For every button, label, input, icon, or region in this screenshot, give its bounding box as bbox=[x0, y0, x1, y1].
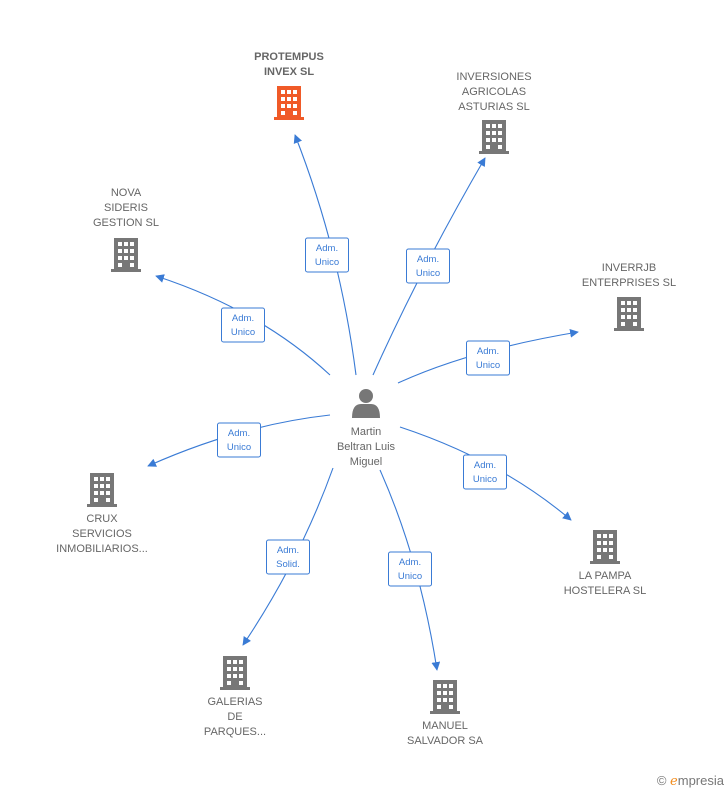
edge-manuel-salvador: Adm. Unico bbox=[379, 469, 441, 671]
building-icon bbox=[111, 238, 141, 272]
role-badge-box bbox=[221, 307, 265, 343]
company-node-inverrjb[interactable]: INVERRJB ENTERPRISES SL bbox=[582, 262, 676, 331]
company-name-line: GALERIAS bbox=[207, 696, 262, 708]
person-icon bbox=[352, 389, 380, 418]
role-badge[interactable]: Adm. Unico bbox=[406, 248, 450, 284]
company-name-line: DE bbox=[227, 711, 242, 723]
edge-nova-sideris: Adm. Unico bbox=[155, 274, 331, 376]
role-badge-text: Adm. bbox=[417, 254, 439, 265]
company-name-line: PARQUES... bbox=[204, 726, 266, 738]
building-icon bbox=[614, 297, 644, 331]
role-badge-box bbox=[388, 551, 432, 587]
edge-galerias: Adm. Solid. bbox=[242, 467, 334, 646]
company-name-line: ASTURIAS SL bbox=[458, 101, 530, 113]
company-node-protempus[interactable]: PROTEMPUS INVEX SL bbox=[254, 51, 324, 120]
company-name-line: INVERSIONES bbox=[456, 71, 531, 83]
role-badge-text: Unico bbox=[315, 257, 339, 268]
company-node-nova-sideris[interactable]: NOVA SIDERIS GESTION SL bbox=[93, 187, 159, 272]
company-node-la-pampa[interactable]: LA PAMPA HOSTELERA SL bbox=[564, 530, 647, 597]
role-badge-text: Adm. bbox=[474, 460, 496, 471]
building-icon bbox=[220, 656, 250, 690]
role-badge-text: Unico bbox=[473, 474, 497, 485]
edge-crux: Adm. Unico bbox=[147, 414, 331, 467]
company-name-line: GESTION SL bbox=[93, 217, 159, 229]
role-badge-box bbox=[305, 237, 349, 273]
role-badge-text: Adm. bbox=[232, 313, 254, 324]
company-node-manuel-salvador[interactable]: MANUEL SALVADOR SA bbox=[407, 680, 484, 747]
company-name-line: INVERRJB bbox=[602, 262, 656, 274]
company-name-line: INMOBILIARIOS... bbox=[56, 543, 148, 555]
role-badge-box bbox=[463, 454, 507, 490]
company-name-line: SIDERIS bbox=[104, 202, 148, 214]
company-name-line: INVEX SL bbox=[264, 66, 314, 78]
building-icon bbox=[479, 120, 509, 154]
role-badge-text: Solid. bbox=[276, 559, 300, 570]
building-icon bbox=[274, 86, 304, 120]
role-badge[interactable]: Adm. Unico bbox=[388, 551, 432, 587]
role-badge[interactable]: Adm. Unico bbox=[466, 340, 510, 376]
role-badge-box bbox=[466, 340, 510, 376]
company-name-line: MANUEL bbox=[422, 720, 468, 732]
brand-initial: e bbox=[670, 774, 678, 789]
empresia-watermark[interactable]: © empresia bbox=[657, 773, 724, 789]
edge-la-pampa: Adm. Unico bbox=[399, 426, 572, 521]
role-badge-text: Adm. bbox=[399, 557, 421, 568]
building-icon bbox=[590, 530, 620, 564]
role-badge-text: Unico bbox=[227, 442, 251, 453]
building-icon bbox=[430, 680, 460, 714]
role-badge-text: Unico bbox=[416, 268, 440, 279]
building-icon bbox=[87, 473, 117, 507]
company-name-line: HOSTELERA SL bbox=[564, 585, 647, 597]
company-node-inversiones-agricolas[interactable]: INVERSIONES AGRICOLAS ASTURIAS SL bbox=[456, 71, 532, 154]
role-badge-text: Unico bbox=[231, 327, 255, 338]
role-badge-box bbox=[266, 539, 310, 575]
company-name-line: SERVICIOS bbox=[72, 528, 132, 540]
role-badge[interactable]: Adm. Unico bbox=[221, 307, 265, 343]
person-name-line: Martin bbox=[351, 426, 382, 438]
company-name-line: NOVA bbox=[111, 187, 142, 199]
role-badge[interactable]: Adm. Unico bbox=[217, 422, 261, 458]
role-badge-text: Adm. bbox=[277, 545, 299, 556]
company-node-galerias[interactable]: GALERIAS DE PARQUES... bbox=[204, 656, 266, 738]
brand-name: mpresia bbox=[677, 773, 724, 788]
role-badge-text: Adm. bbox=[316, 243, 338, 254]
edge-inversiones-agricolas: Adm. Unico bbox=[372, 157, 486, 376]
copyright-symbol: © bbox=[656, 773, 667, 788]
edge-protempus: Adm. Unico bbox=[293, 134, 357, 376]
role-badge-box bbox=[406, 248, 450, 284]
person-name-line: Beltran Luis bbox=[337, 441, 396, 453]
person-name-line: Miguel bbox=[350, 456, 382, 468]
company-name-line: ENTERPRISES SL bbox=[582, 277, 676, 289]
role-badge[interactable]: Adm. Unico bbox=[463, 454, 507, 490]
company-name-line: PROTEMPUS bbox=[254, 51, 324, 63]
role-badge-text: Adm. bbox=[477, 346, 499, 357]
company-name-line: CRUX bbox=[86, 513, 118, 525]
company-node-crux[interactable]: CRUX SERVICIOS INMOBILIARIOS... bbox=[56, 473, 148, 555]
role-badge[interactable]: Adm. Solid. bbox=[266, 539, 310, 575]
company-name-line: SALVADOR SA bbox=[407, 735, 484, 747]
company-name-line: AGRICOLAS bbox=[462, 86, 526, 98]
role-badge[interactable]: Adm. Unico bbox=[305, 237, 349, 273]
company-name-line: LA PAMPA bbox=[579, 570, 632, 582]
role-badge-text: Unico bbox=[476, 360, 500, 371]
role-badge-text: Unico bbox=[398, 571, 422, 582]
role-badge-text: Adm. bbox=[228, 428, 250, 439]
role-badge-box bbox=[217, 422, 261, 458]
edge-inverrjb: Adm. Unico bbox=[397, 328, 579, 384]
nodes-layer: PROTEMPUS INVEX SL INVERSIONES AGRICOLAS AST… bbox=[56, 51, 676, 747]
